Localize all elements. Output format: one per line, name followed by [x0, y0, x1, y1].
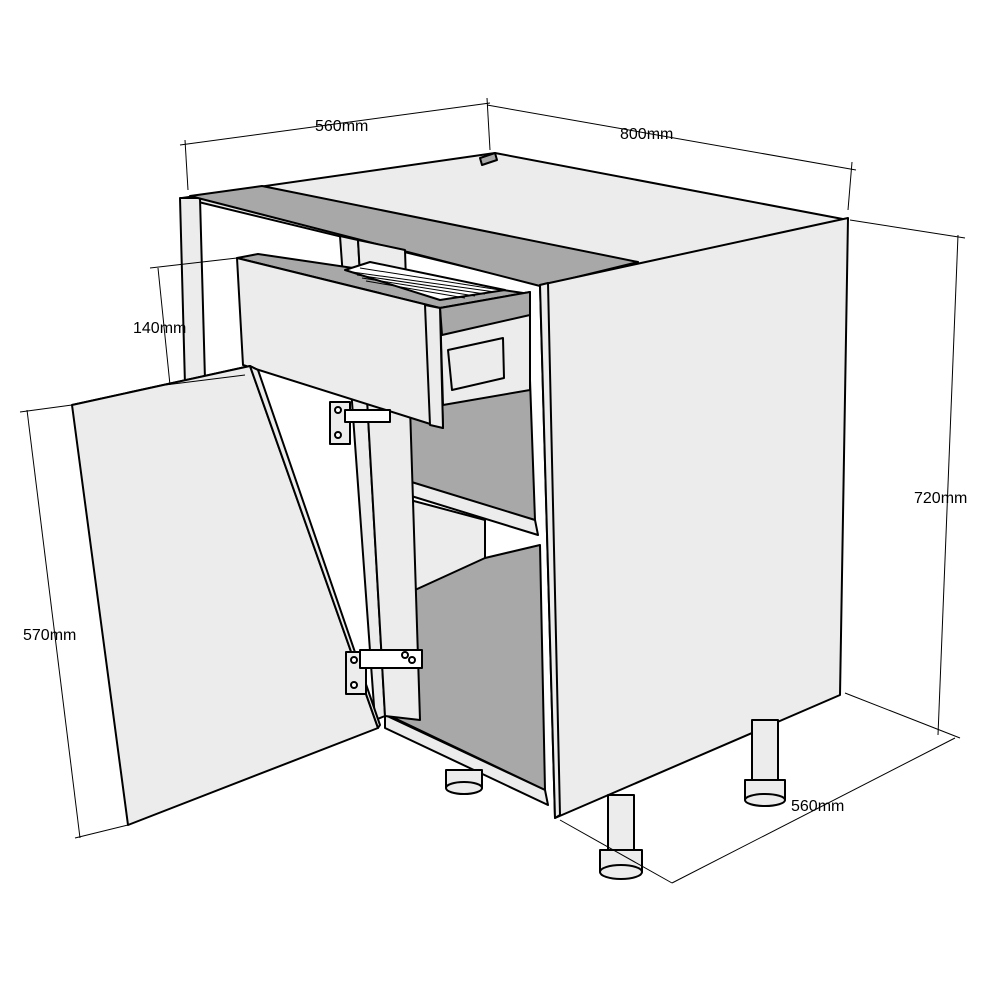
upper-hinge — [329, 401, 391, 445]
leg-back-left — [445, 769, 483, 795]
dimension-lines — [19, 97, 966, 884]
drawer-front-edge — [424, 304, 444, 429]
leg-back-right — [744, 719, 786, 807]
drawer-slat-lines — [351, 267, 501, 299]
drawer-handle-cutout — [447, 337, 505, 391]
leg-front — [599, 794, 643, 880]
back-panel-edge — [479, 152, 498, 166]
door-edge — [249, 365, 381, 729]
dim-top-depth-label: 560mm — [315, 118, 368, 135]
dim-door-height-label: 570mm — [23, 627, 76, 644]
lower-hinge — [345, 649, 423, 695]
top-rail — [189, 185, 639, 287]
left-side-panel — [179, 197, 206, 386]
dim-width-label: 800mm — [620, 126, 673, 143]
right-side-panel — [539, 217, 849, 819]
dim-drawer-height-label: 140mm — [133, 320, 186, 337]
right-side-edge — [539, 282, 561, 819]
dim-bottom-depth-label: 560mm — [791, 798, 844, 815]
bottom-edge — [384, 714, 549, 806]
dim-height-label: 720mm — [914, 490, 967, 507]
